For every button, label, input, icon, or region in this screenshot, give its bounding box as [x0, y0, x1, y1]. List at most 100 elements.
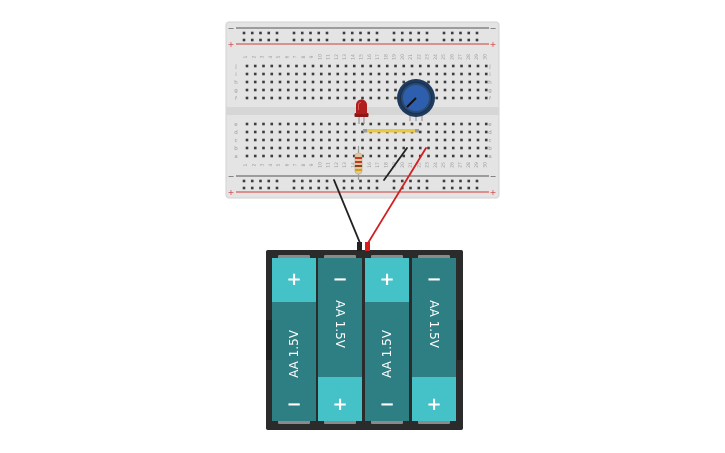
hole-i26[interactable]: [451, 72, 455, 76]
hole-d12[interactable]: [336, 130, 340, 134]
bottom-rail-minus-hole[interactable]: [317, 179, 321, 183]
bottom-rail-minus-hole[interactable]: [400, 179, 404, 183]
hole-h29[interactable]: [476, 80, 480, 84]
bottom-rail-minus-hole[interactable]: [375, 179, 379, 183]
hole-c8[interactable]: [303, 138, 307, 142]
hole-c11[interactable]: [328, 138, 331, 142]
bottom-rail-minus-hole[interactable]: [409, 179, 412, 183]
hole-b18[interactable]: [385, 146, 389, 150]
hole-h12[interactable]: [336, 80, 340, 84]
bottom-rail-minus-hole[interactable]: [475, 179, 479, 183]
hole-e3[interactable]: [262, 122, 265, 126]
hole-g17[interactable]: [377, 88, 381, 92]
hole-h15[interactable]: [361, 80, 364, 84]
hole-e4[interactable]: [270, 122, 274, 126]
hole-a20[interactable]: [402, 154, 406, 158]
hole-h8[interactable]: [303, 80, 307, 84]
hole-d7[interactable]: [295, 130, 298, 134]
hole-h30[interactable]: [484, 80, 488, 84]
hole-a28[interactable]: [468, 154, 472, 158]
hole-e19[interactable]: [394, 122, 397, 126]
hole-j5[interactable]: [278, 64, 282, 68]
hole-c20[interactable]: [402, 138, 406, 142]
hole-h16[interactable]: [369, 80, 373, 84]
hole-d28[interactable]: [468, 130, 472, 134]
hole-e30[interactable]: [484, 122, 488, 126]
hole-c24[interactable]: [435, 138, 439, 142]
hole-c4[interactable]: [270, 138, 274, 142]
hole-h24[interactable]: [435, 80, 439, 84]
bottom-rail-plus-hole[interactable]: [300, 186, 304, 190]
hole-b22[interactable]: [418, 146, 422, 150]
bottom-rail-plus-hole[interactable]: [425, 186, 429, 190]
hole-d11[interactable]: [328, 130, 331, 134]
hole-d10[interactable]: [319, 130, 323, 134]
hole-b23[interactable]: [427, 146, 430, 150]
hole-j24[interactable]: [435, 64, 439, 68]
hole-c21[interactable]: [410, 138, 414, 142]
hole-b6[interactable]: [286, 146, 290, 150]
breadboard-holes[interactable]: [242, 31, 488, 190]
top-rail-plus-hole[interactable]: [317, 38, 321, 42]
hole-h28[interactable]: [468, 80, 472, 84]
hole-i11[interactable]: [328, 72, 331, 76]
top-rail-plus-hole[interactable]: [425, 38, 429, 42]
hole-f14[interactable]: [352, 96, 356, 100]
hole-h26[interactable]: [451, 80, 455, 84]
bottom-rail-minus-hole[interactable]: [250, 179, 254, 183]
hole-c22[interactable]: [418, 138, 422, 142]
bottom-rail-minus-hole[interactable]: [459, 179, 462, 183]
hole-i15[interactable]: [361, 72, 364, 76]
hole-c14[interactable]: [352, 138, 356, 142]
hole-g10[interactable]: [319, 88, 323, 92]
bottom-rail-plus-hole[interactable]: [350, 186, 354, 190]
hole-b28[interactable]: [468, 146, 472, 150]
bottom-rail-minus-hole[interactable]: [417, 179, 421, 183]
hole-i7[interactable]: [295, 72, 298, 76]
hole-f16[interactable]: [369, 96, 373, 100]
hole-e12[interactable]: [336, 122, 340, 126]
top-rail-minus-hole[interactable]: [467, 31, 471, 35]
top-rail-plus-hole[interactable]: [442, 38, 446, 42]
top-rail-plus-hole[interactable]: [459, 38, 462, 42]
top-rail-plus-hole[interactable]: [300, 38, 304, 42]
top-rail-minus-hole[interactable]: [375, 31, 379, 35]
hole-e25[interactable]: [443, 122, 447, 126]
top-rail-plus-hole[interactable]: [367, 38, 371, 42]
hole-j1[interactable]: [245, 64, 249, 68]
hole-j7[interactable]: [295, 64, 298, 68]
hole-b20[interactable]: [402, 146, 406, 150]
hole-h10[interactable]: [319, 80, 323, 84]
hole-j6[interactable]: [286, 64, 290, 68]
top-rail-plus-hole[interactable]: [259, 38, 262, 42]
hole-f6[interactable]: [286, 96, 290, 100]
hole-j8[interactable]: [303, 64, 307, 68]
hole-i4[interactable]: [270, 72, 274, 76]
hole-j2[interactable]: [253, 64, 257, 68]
hole-i1[interactable]: [245, 72, 249, 76]
hole-i8[interactable]: [303, 72, 307, 76]
bottom-rail-plus-hole[interactable]: [242, 186, 246, 190]
top-rail-minus-hole[interactable]: [359, 31, 362, 35]
hole-i19[interactable]: [394, 72, 397, 76]
hole-i13[interactable]: [344, 72, 348, 76]
top-rail-plus-hole[interactable]: [475, 38, 479, 42]
hole-h13[interactable]: [344, 80, 348, 84]
bottom-rail-minus-hole[interactable]: [442, 179, 446, 183]
led[interactable]: [354, 99, 369, 124]
bottom-rail-plus-hole[interactable]: [459, 186, 462, 190]
hole-c25[interactable]: [443, 138, 447, 142]
hole-j9[interactable]: [311, 64, 315, 68]
hole-h4[interactable]: [270, 80, 274, 84]
hole-e29[interactable]: [476, 122, 480, 126]
hole-g26[interactable]: [451, 88, 455, 92]
hole-e7[interactable]: [295, 122, 298, 126]
resistor[interactable]: [354, 146, 363, 180]
hole-g16[interactable]: [369, 88, 373, 92]
top-rail-minus-hole[interactable]: [292, 31, 296, 35]
hole-f2[interactable]: [253, 96, 257, 100]
hole-h2[interactable]: [253, 80, 257, 84]
hole-e15[interactable]: [361, 122, 364, 126]
bottom-rail-minus-hole[interactable]: [350, 179, 354, 183]
hole-f10[interactable]: [319, 96, 323, 100]
